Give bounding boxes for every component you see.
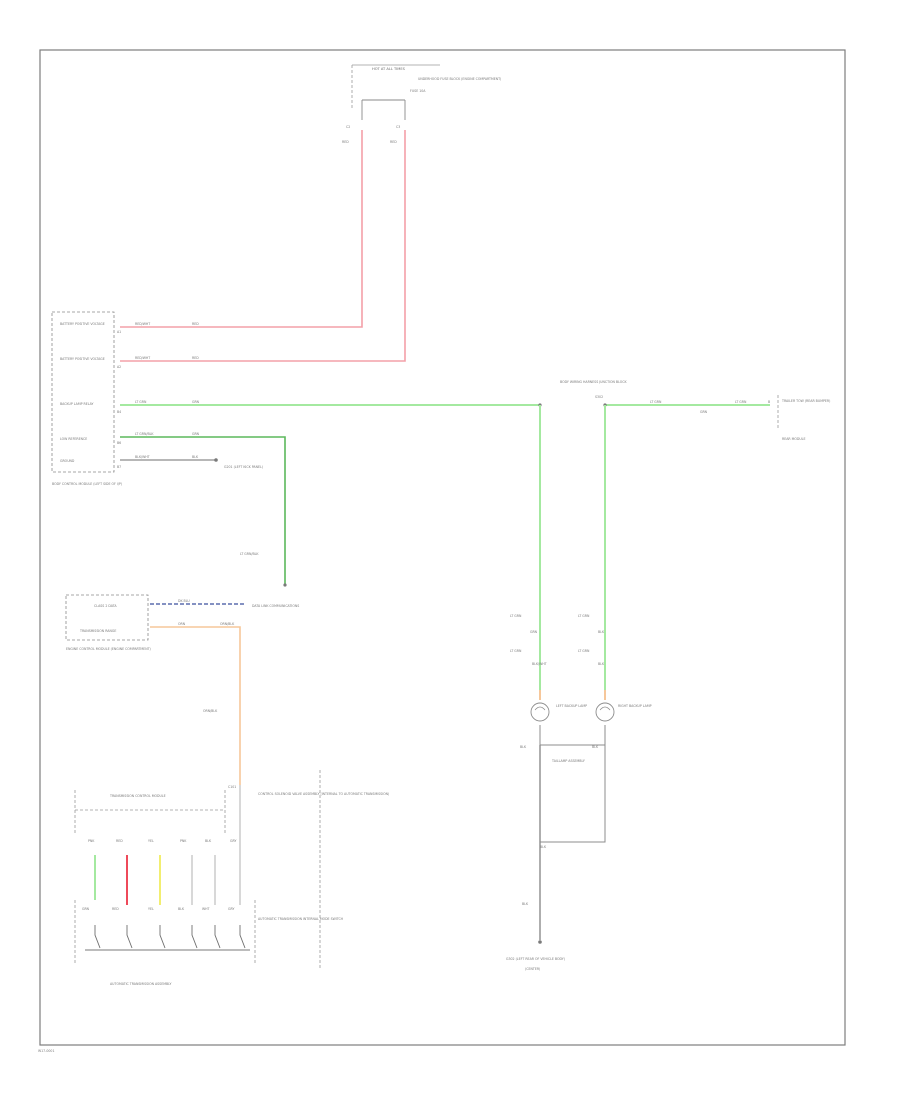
lamp-code-5-label: LT GRN	[510, 649, 522, 653]
lamp-bottom-link	[539, 725, 606, 746]
red-wire-1	[120, 130, 363, 328]
fuse-block: HOT AT ALL TIMES UNDERHOOD FUSE BLOCK (E…	[342, 64, 501, 144]
tcm-pin-6-label: GRY	[230, 839, 236, 843]
bcm-hdlp-switch-label: BACKUP LAMP RELAY	[60, 402, 94, 406]
right-module-label: TRAILER TOW (REAR BUMPER)	[781, 399, 830, 403]
c-top-left-label: C2	[346, 125, 350, 129]
hot-at-all-times-label: HOT AT ALL TIMES	[372, 67, 406, 71]
lamp-left-label: LEFT BACKUP LAMP	[556, 704, 587, 708]
lamp-code-6-label: BLK/WHT	[532, 662, 547, 666]
wire-4-b-label: GRN	[192, 432, 200, 436]
ecm-class2-label: CLASS 2 DATA	[94, 604, 117, 608]
mode-switch-contacts	[74, 900, 256, 965]
pin-a-label: A1	[117, 330, 121, 334]
pin-e-label: B7	[117, 465, 121, 469]
lamp-code-8-label: BLK	[598, 662, 605, 666]
ecm-code-a-label: DK BLU	[178, 599, 190, 603]
pin-b-label: A2	[117, 365, 121, 369]
right-lamp-ground	[540, 745, 606, 843]
ground-code-2-label: BLK	[522, 902, 529, 906]
pin-c-label: B4	[117, 410, 121, 414]
orange-wire	[150, 626, 241, 785]
g201-label: G201 (LEFT KICK PANEL)	[224, 465, 263, 469]
wire-1-code-label: RED/WHT	[135, 322, 150, 326]
lamp-code-7-label: LT GRN	[578, 649, 590, 653]
wire-3-code-label: LT GRN	[135, 400, 147, 404]
lamp-code-1-label: LT GRN	[510, 614, 522, 618]
lamp-pin-left-label: BLK	[520, 745, 527, 749]
underhood-fuse-label: UNDERHOOD FUSE BLOCK (ENGINE COMPARTMENT…	[418, 77, 501, 81]
tcm-pin-2-label: RED	[116, 839, 123, 843]
wire-1-b-label: RED	[192, 322, 199, 326]
transmission-control-module: TRANSMISSION CONTROL MODULE CONTROL SOLE…	[74, 770, 389, 970]
wire-5-b-label: BLK	[192, 455, 199, 459]
bcm-ground-label: GROUND	[60, 459, 75, 463]
g302-node	[538, 940, 542, 944]
tcm-pin-4-label: PNK	[180, 839, 187, 843]
sw-6-label: GRY	[228, 907, 234, 911]
ground-point-label: G302 (LEFT REAR OF VEHICLE BODY)	[506, 957, 565, 961]
right-splice-label: S302	[595, 395, 603, 399]
sw-1-label: GRN	[82, 907, 90, 911]
lamp-code-4-label: BLK	[598, 630, 605, 634]
red-wire-2	[120, 130, 406, 362]
pin-d-label: B6	[117, 441, 121, 445]
sw-2-label: RED	[112, 907, 119, 911]
bcm-battery-1-label: BATTERY POSITIVE VOLTAGE	[60, 322, 105, 326]
tcm-pin-3-label: YEL	[148, 839, 154, 843]
sw-4-label: BLK	[178, 907, 185, 911]
ground-code-label: BLK	[540, 845, 547, 849]
dark-green-wire	[120, 436, 286, 585]
g201-node	[214, 458, 218, 462]
engine-control-module: CLASS 2 DATA TRANSMISSION RANGE ENGINE C…	[65, 594, 151, 651]
red-b-label: RED	[390, 140, 397, 144]
ecm-code-b-label: ORN	[178, 622, 186, 626]
ecm-module-label: ENGINE CONTROL MODULE (ENGINE COMPARTMEN…	[66, 647, 151, 651]
ecm-trans-label: TRANSMISSION RANGE	[79, 629, 116, 633]
lamp-right-label: RIGHT BACKUP LAMP	[618, 704, 652, 708]
left-backup-lamp: LEFT BACKUP LAMP	[530, 702, 587, 722]
lamp-code-2-label: GRN	[530, 630, 538, 634]
ecm-code-c-label: ORN/BLK	[220, 622, 235, 626]
wire-2-b-label: RED	[192, 356, 199, 360]
right-code-b-label: GRN	[700, 410, 708, 414]
footer-code-label: W17-0001	[38, 1049, 54, 1053]
right-backup-lamp: RIGHT BACKUP LAMP	[595, 702, 652, 722]
lamp-pin-right-label: BLK	[592, 745, 599, 749]
red-a-label: RED	[342, 140, 349, 144]
c-top-right-label: C3	[396, 125, 400, 129]
right-code-c-label: LT GRN	[735, 400, 747, 404]
right-code-a-label: LT GRN	[650, 400, 662, 404]
trans-assembly-label: AUTOMATIC TRANSMISSION ASSEMBLY	[110, 982, 172, 986]
tcm-pins-desc-label: AUTOMATIC TRANSMISSION INTERNAL MODE SWI…	[258, 917, 344, 921]
dark-green-end-node	[283, 583, 287, 587]
tcm-desc-label: CONTROL SOLENOID VALVE ASSEMBLY (INTERNA…	[258, 792, 389, 796]
tcm-title-label: TRANSMISSION CONTROL MODULE	[109, 794, 166, 798]
sw-3-label: YEL	[148, 907, 154, 911]
tcm-c-label: C101	[228, 785, 236, 789]
right-module-2-label: REAR MODULE	[782, 437, 805, 441]
orn-drop-label: ORN/BLK	[203, 709, 218, 713]
sw-5-label: WHT	[202, 907, 210, 911]
ground-point-2-label: (CENTER)	[525, 967, 540, 971]
body-control-module: BATTERY POSITIVE VOLTAGE BATTERY POSITIV…	[51, 311, 122, 486]
wire-4-code-label: LT GRN/BLK	[135, 432, 154, 436]
lt-grn-drop-label: LT GRN/BLK	[240, 552, 259, 556]
bcm-battery-2-label: BATTERY POSITIVE VOLTAGE	[60, 357, 105, 361]
diagram-frame	[39, 49, 846, 1046]
right-harness-label: BODY WIRING HARNESS JUNCTION BLOCK	[560, 380, 628, 384]
right-pin-label: B	[768, 400, 770, 404]
wire-3-b-label: GRN	[192, 400, 200, 404]
tail-assembly-label: TAILLAMP ASSEMBLY	[551, 759, 585, 763]
bcm-backup-ctrl-label: LOW REFERENCE	[60, 437, 87, 441]
wire-5-code-label: BLK/WHT	[135, 455, 150, 459]
bcm-module-label: BODY CONTROL MODULE (LEFT SIDE OF I/P)	[52, 482, 122, 486]
data-link-label: DATA LINK COMMUNICATIONS	[252, 604, 299, 608]
tcm-pin-5-label: BLK	[205, 839, 212, 843]
tcm-pin-1-label: PNK	[88, 839, 95, 843]
lamp-code-3-label: LT GRN	[578, 614, 590, 618]
fuse-label: FUSE 10A	[410, 89, 426, 93]
wire-2-code-label: RED/WHT	[135, 356, 150, 360]
